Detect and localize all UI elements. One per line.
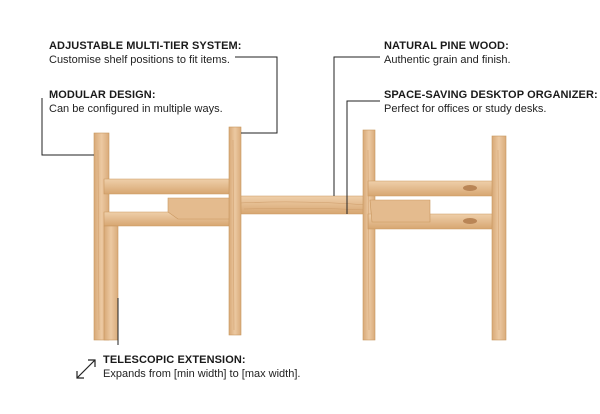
callout-spacesave: SPACE-SAVING DESKTOP ORGANIZER: Perfect … [384,89,598,116]
callout-natural-title: NATURAL PINE WOOD: [384,40,509,52]
callout-natural: NATURAL PINE WOOD: Authentic grain and f… [384,40,511,67]
callout-adjustable-title: ADJUSTABLE MULTI-TIER SYSTEM: [49,40,242,52]
right-shelf-unit [362,129,507,341]
left-shelf-unit [93,126,242,341]
center-bridge-plank [235,195,373,215]
callout-adjustable-desc: Customise shelf positions to fit items. [49,54,230,66]
callout-telescopic: TELESCOPIC EXTENSION: Expands from [min … [103,354,300,381]
leader-adjustable [235,56,278,134]
leader-spacesave [346,100,380,214]
callout-spacesave-desc: Perfect for offices or study desks. [384,103,547,115]
callout-natural-desc: Authentic grain and finish. [384,54,511,66]
callout-modular: MODULAR DESIGN: Can be configured in mul… [49,89,223,116]
callout-modular-title: MODULAR DESIGN: [49,89,156,101]
callout-adjustable: ADJUSTABLE MULTI-TIER SYSTEM: Customise … [49,40,242,67]
leader-modular [41,98,94,156]
callout-leader-lines [41,56,380,345]
callout-telescopic-desc: Expands from [min width] to [max width]. [103,368,301,380]
callout-telescopic-title: TELESCOPIC EXTENSION: [103,354,246,366]
callout-spacesave-title: SPACE-SAVING DESKTOP ORGANIZER: [384,89,598,101]
leader-natural [333,56,380,196]
callout-modular-desc: Can be configured in multiple ways. [49,103,223,115]
diagonal-double-arrow-icon [76,359,96,379]
